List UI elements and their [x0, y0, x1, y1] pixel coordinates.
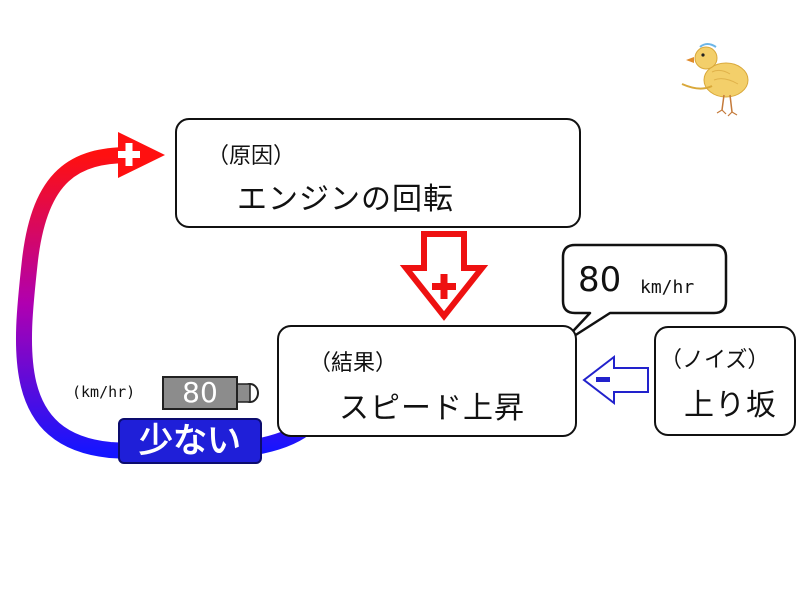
cause-tag: （原因）	[207, 144, 296, 169]
plus-icon-arrow	[432, 274, 456, 299]
noise-arrow	[582, 354, 649, 406]
chick-illustration	[681, 43, 749, 117]
speedometer-unit: (km/hr)	[72, 383, 136, 401]
callout-unit: km/hr	[640, 277, 695, 298]
speedometer-display: 80	[162, 376, 238, 410]
feedback-label: 少ない	[118, 418, 262, 464]
result-box: （結果） スピード上昇	[277, 325, 577, 437]
noise-tag: （ノイズ）	[660, 348, 770, 373]
callout-bubble-shape	[558, 243, 728, 347]
noise-box: （ノイズ） 上り坂	[654, 326, 796, 436]
result-title: スピード上昇	[339, 391, 525, 426]
cause-box: （原因） エンジンの回転	[175, 118, 581, 228]
noise-title: 上り坂	[684, 388, 777, 423]
speedometer-neck	[235, 383, 251, 403]
cause-title: エンジンの回転	[237, 182, 454, 217]
minus-icon	[596, 377, 610, 382]
result-tag: （結果）	[309, 351, 398, 376]
plus-icon	[118, 143, 140, 166]
callout-value: 80	[578, 260, 622, 300]
